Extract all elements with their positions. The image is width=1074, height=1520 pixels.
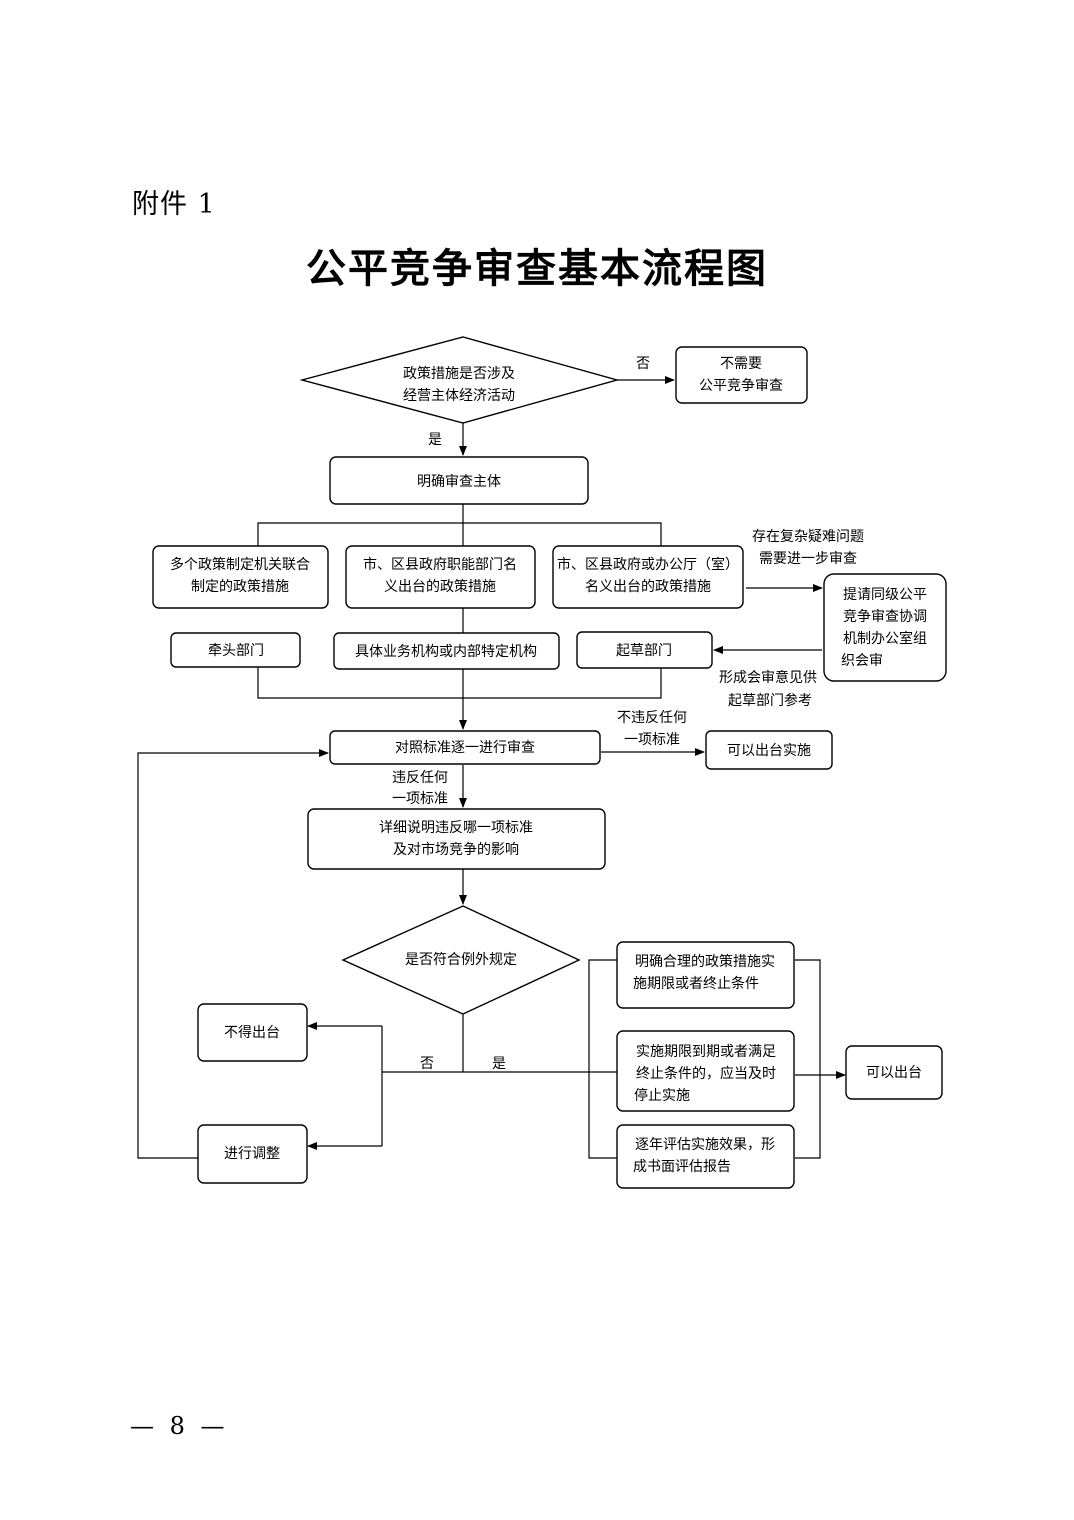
box-lead-department: 牵头部门 bbox=[170, 632, 301, 668]
subject-text: 明确审查主体 bbox=[417, 474, 501, 490]
office-line-2: 名义出台的政策措施 bbox=[585, 578, 711, 595]
box-can-issue: 可以出台 bbox=[845, 1045, 943, 1100]
label-violation-line-1: 违反任何 bbox=[392, 770, 448, 786]
box-explain-violation: 详细说明违反哪一项标准 及对市场竞争的影响 bbox=[307, 808, 606, 870]
stop-line-2: 终止条件的，应当及时 bbox=[636, 1065, 776, 1082]
no-review-line-1: 不需要 bbox=[720, 356, 762, 372]
bracket-conditions-left bbox=[588, 959, 617, 1159]
page-number: — 8 — bbox=[130, 1412, 229, 1440]
box-annual-evaluation: 逐年评估实施效果，形 成书面评估报告 bbox=[616, 1124, 795, 1189]
box-joint-policy: 多个政策制定机关联合 制定的政策措施 bbox=[152, 545, 329, 609]
decision-exception: 是否符合例外规定 bbox=[341, 905, 581, 1015]
decision-involves-line-2: 经营主体经济活动 bbox=[403, 388, 515, 404]
page-title: 公平竞争审查基本流程图 bbox=[306, 245, 768, 292]
box-functional-dept-policy: 市、区县政府职能部门名 义出台的政策措施 bbox=[345, 545, 536, 609]
functional-line-2: 义出台的政策措施 bbox=[384, 578, 496, 595]
label-complex-line-2: 需要进一步审查 bbox=[759, 551, 857, 567]
joint-review-line-3: 机制办公室组 bbox=[843, 630, 927, 647]
box-general-office-policy: 市、区县政府或办公厅（室） 名义出台的政策措施 bbox=[552, 545, 744, 609]
evaluate-line-2: 成书面评估报告 bbox=[633, 1159, 731, 1175]
box-cannot-issue: 不得出台 bbox=[197, 1003, 308, 1062]
cannot-issue-text: 不得出台 bbox=[224, 1024, 280, 1041]
office-line-1: 市、区县政府或办公厅（室） bbox=[557, 556, 739, 573]
box-no-review-needed: 不需要 公平竞争审查 bbox=[675, 346, 808, 404]
box-specific-organization: 具体业务机构或内部特定机构 bbox=[333, 632, 560, 670]
attachment-label: 附件 1 bbox=[132, 189, 216, 220]
box-can-issue-implement: 可以出台实施 bbox=[705, 730, 833, 770]
evaluate-line-1: 逐年评估实施效果，形 bbox=[635, 1137, 775, 1153]
exception-text: 是否符合例外规定 bbox=[405, 952, 517, 968]
label-is-exception: 是 bbox=[492, 1056, 506, 1072]
box-stop-implementation: 实施期限到期或者满足 终止条件的，应当及时 停止实施 bbox=[616, 1030, 795, 1112]
stop-line-3: 停止实施 bbox=[634, 1087, 690, 1104]
joint-review-line-1: 提请同级公平 bbox=[843, 587, 927, 603]
joint-review-line-4: 织会审 bbox=[841, 653, 883, 669]
box-define-review-subject: 明确审查主体 bbox=[329, 456, 589, 505]
decision-involves-line-1: 政策措施是否涉及 bbox=[403, 365, 515, 382]
box-define-period: 明确合理的政策措施实 施期限或者终止条件 bbox=[616, 941, 795, 1009]
bracket-subject-merge bbox=[257, 667, 662, 699]
label-no-involve: 否 bbox=[636, 356, 650, 372]
label-no-violation-line-2: 一项标准 bbox=[624, 732, 680, 748]
can-issue-2-text: 可以出台 bbox=[866, 1065, 922, 1081]
label-yes-involve: 是 bbox=[428, 432, 442, 448]
drafting-dept-text: 起草部门 bbox=[616, 643, 672, 659]
functional-line-1: 市、区县政府职能部门名 bbox=[363, 556, 517, 573]
lead-dept-text: 牵头部门 bbox=[208, 643, 264, 659]
label-complex-line-1: 存在复杂疑难问题 bbox=[752, 528, 864, 545]
label-violation-line-2: 一项标准 bbox=[392, 791, 448, 807]
decision-involves-economic-activity: 政策措施是否涉及 经营主体经济活动 bbox=[299, 336, 620, 424]
box-adjust: 进行调整 bbox=[197, 1124, 308, 1184]
period-line-1: 明确合理的政策措施实 bbox=[635, 953, 775, 970]
label-opinion-line-1: 形成会审意见供 bbox=[719, 669, 817, 686]
box-review-each-standard: 对照标准逐一进行审查 bbox=[329, 730, 601, 765]
box-drafting-department: 起草部门 bbox=[576, 631, 713, 669]
stop-line-1: 实施期限到期或者满足 bbox=[636, 1044, 776, 1060]
period-line-2: 施期限或者终止条件 bbox=[633, 975, 759, 992]
box-joint-review: 提请同级公平 竞争审查协调 机制办公室组 织会审 bbox=[823, 573, 947, 682]
connectors bbox=[137, 376, 846, 1159]
review-each-text: 对照标准逐一进行审查 bbox=[395, 740, 535, 756]
joint-review-line-2: 竞争审查协调 bbox=[843, 608, 927, 625]
can-issue-1-text: 可以出台实施 bbox=[727, 743, 811, 759]
label-no-violation-line-1: 不违反任何 bbox=[617, 710, 687, 726]
adjust-text: 进行调整 bbox=[224, 1146, 280, 1162]
explain-line-1: 详细说明违反哪一项标准 bbox=[379, 820, 533, 836]
arrow-adjust-loop bbox=[137, 749, 329, 1159]
specific-org-text: 具体业务机构或内部特定机构 bbox=[355, 644, 537, 660]
bracket-subject-split bbox=[257, 522, 662, 546]
label-not-exception: 否 bbox=[420, 1056, 434, 1072]
joint-line-1: 多个政策制定机关联合 bbox=[170, 556, 310, 573]
no-review-line-2: 公平竞争审查 bbox=[699, 377, 783, 394]
joint-line-2: 制定的政策措施 bbox=[191, 578, 289, 595]
explain-line-2: 及对市场竞争的影响 bbox=[393, 841, 519, 858]
bracket-conditions-right bbox=[795, 959, 821, 1159]
label-opinion-line-2: 起草部门参考 bbox=[728, 692, 812, 709]
